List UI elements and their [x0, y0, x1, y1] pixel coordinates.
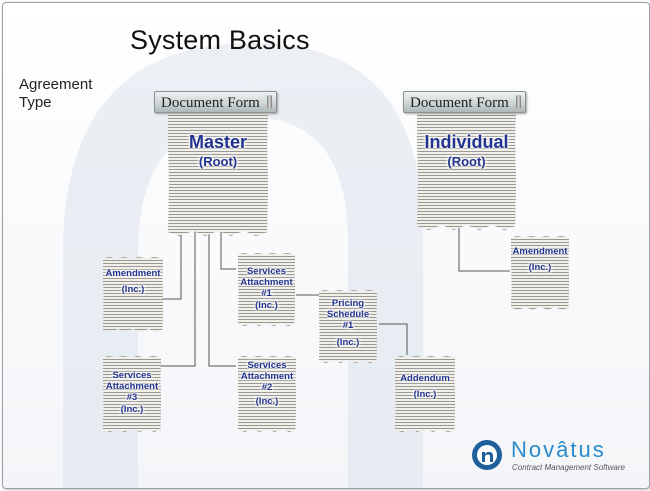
doc-line: (Inc.) — [255, 300, 278, 311]
services-attachment-1-document: Services Attachment #1 (Inc.) — [238, 253, 295, 326]
individual-banner-label: Document Form — [410, 95, 509, 111]
individual-name: Individual — [424, 132, 509, 152]
connector-individual-amendment — [458, 225, 510, 272]
agreement-type-label: Agreement Type — [19, 76, 93, 111]
doc-line: (Inc.) — [528, 262, 552, 273]
individual-document-form-banner: Document Form — [403, 91, 526, 113]
doc-line: (Inc.) — [413, 389, 437, 400]
background-n-watermark — [63, 43, 423, 488]
banner-clip-icon — [516, 95, 521, 109]
novatus-n-icon — [472, 440, 502, 470]
doc-line: (Inc.) — [255, 396, 279, 407]
doc-line: (Inc.) — [121, 284, 145, 295]
doc-line: Addendum — [400, 373, 450, 384]
banner-clip-icon — [267, 95, 272, 109]
pricing-schedule-1-document: Pricing Schedule #1 (Inc.) — [319, 290, 377, 363]
doc-line: #3 — [126, 392, 138, 403]
individual-root-document: Individual (Root) — [417, 106, 516, 230]
connector-master-attachment1 — [220, 231, 236, 270]
master-sub: (Root) — [198, 154, 238, 169]
individual-sub: (Root) — [447, 154, 486, 169]
doc-line: Amendment — [512, 246, 568, 257]
slide-title: System Basics — [130, 25, 310, 55]
doc-line: Pricing — [331, 298, 365, 309]
doc-line: Services — [112, 370, 152, 381]
doc-line: Schedule — [326, 309, 370, 320]
novatus-wordmark: Novâtus — [511, 437, 606, 462]
amendment-individual-document: Amendment (Inc.) — [511, 236, 569, 310]
addendum-document: Addendum (Inc.) — [395, 356, 455, 432]
doc-line: Attachment — [105, 381, 159, 392]
doc-line: Attachment — [240, 277, 293, 288]
services-attachment-3-document: Services Attachment #3 (Inc.) — [103, 356, 161, 432]
doc-line: (Inc.) — [336, 337, 360, 348]
services-attachment-2-document: Services Attachment #2 (Inc.) — [238, 356, 296, 432]
doc-line: Amendment — [105, 268, 161, 279]
doc-line: #1 — [261, 288, 272, 299]
doc-line: Services — [247, 360, 287, 371]
master-root-document: Master (Root) — [168, 106, 268, 236]
doc-line: Services — [246, 266, 287, 277]
master-name: Master — [188, 132, 248, 152]
connector-master-attachment2 — [208, 231, 236, 367]
connector-pricing-addendum — [379, 323, 408, 355]
master-document-form-banner: Document Form — [154, 91, 277, 113]
doc-line: #1 — [342, 320, 354, 331]
novatus-logo: Novâtus Contract Management Software — [471, 437, 641, 479]
doc-line: Attachment — [240, 371, 294, 382]
doc-line: (Inc.) — [120, 404, 144, 415]
amendment-master-document: Amendment (Inc.) — [103, 257, 163, 332]
doc-line: #2 — [261, 382, 273, 393]
master-banner-label: Document Form — [161, 95, 260, 111]
novatus-tagline: Contract Management Software — [512, 463, 625, 472]
